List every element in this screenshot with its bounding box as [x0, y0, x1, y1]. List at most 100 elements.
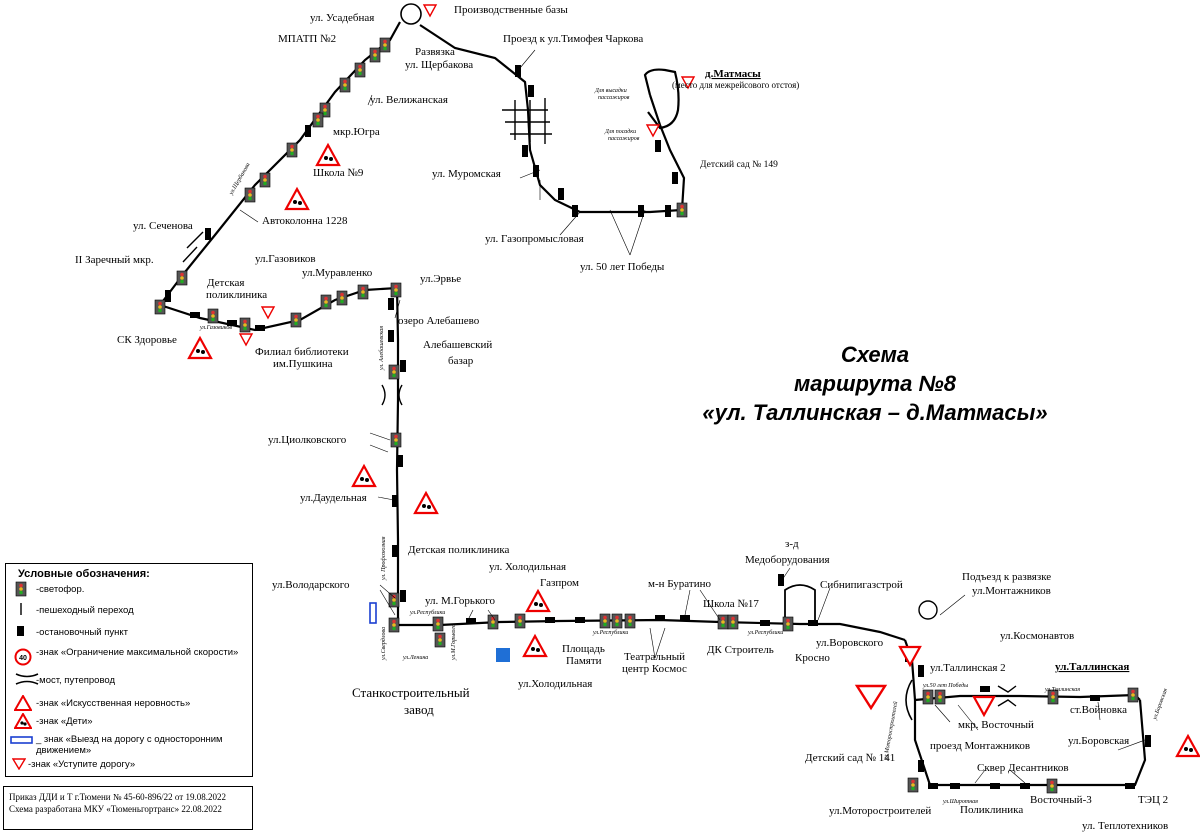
- label-matmasy: д.Матмасы: [705, 68, 761, 80]
- label-sechenova: ул. Сеченова: [133, 220, 193, 232]
- label-bazar1: Алебашевский: [423, 339, 492, 351]
- legend-item-speed-limit: -знак «Ограничение максимальной скорости…: [36, 647, 239, 658]
- warning-signs: [187, 4, 1200, 758]
- leader-lines: [239, 49, 1146, 784]
- label-krosno: Кросно: [795, 652, 830, 664]
- label-ervye: ул.Эрвье: [420, 273, 461, 285]
- legend-item-speed-bump: -знак «Искусственная неровность»: [36, 698, 191, 709]
- label-kosmonavtov: ул.Космонавтов: [1000, 630, 1074, 642]
- label-posadka1: Для посадки: [604, 128, 636, 135]
- street-borovskaya: ул.Боровская: [1152, 688, 1169, 722]
- street-gazovikov: ул.Газовиков: [199, 325, 232, 331]
- street-shirotnaya: ул.Широтная: [942, 799, 978, 805]
- label-gazprom: Газпром: [540, 577, 579, 589]
- label-proizv: Производственные базы: [454, 4, 568, 16]
- label-muromskaya: ул. Муромская: [432, 168, 501, 180]
- label-filial2: им.Пушкина: [273, 358, 333, 370]
- podezd-ring: [918, 600, 938, 620]
- speed-limit-icon: 40: [14, 648, 32, 666]
- label-proezd-mont: проезд Монтажников: [930, 740, 1030, 752]
- label-tallinskaya: ул.Таллинская: [1055, 661, 1129, 673]
- street-respubliki1: ул.Республики: [409, 609, 445, 616]
- label-razvyazka1: Развязка: [415, 46, 455, 58]
- label-volodarskogo: ул.Володарского: [272, 579, 350, 591]
- label-bazar2: базар: [448, 355, 474, 367]
- label-stanko2: завод: [404, 702, 434, 717]
- label-vorovskogo: ул.Воровского: [816, 637, 884, 649]
- label-buratino: м-н Буратино: [648, 578, 711, 590]
- label-50let: ул. 50 лет Победы: [580, 261, 665, 273]
- order-note: Приказ ДДИ и Т г.Тюмени № 45-60-896/22 о…: [3, 786, 253, 830]
- label-ozero: озеро Алебашево: [398, 315, 480, 327]
- label-gorkogo: ул. М.Горького: [425, 595, 495, 607]
- bridge-icon: [15, 673, 39, 685]
- children-sign-icon: [14, 713, 32, 729]
- label-det-pol-b: Детская поликлиника: [408, 544, 510, 556]
- loop-vostochny: [905, 679, 913, 721]
- label-detsad149: Детский сад № 149: [700, 159, 778, 170]
- label-avtokolonna: Автоколонна 1228: [262, 215, 348, 227]
- label-stanko1: Станкостроительный: [352, 685, 470, 700]
- label-det-pol2: поликлиника: [206, 289, 267, 301]
- label-proezd-charkova: Проезд к ул.Тимофея Чаркова: [503, 33, 643, 45]
- label-vostochny3: Восточный-3: [1030, 794, 1092, 806]
- street-sverdlova: ул.Свердлова: [380, 627, 387, 661]
- label-posadka2: пассажиров: [608, 136, 640, 142]
- label-skver: Сквер Десантников: [977, 762, 1069, 774]
- label-school17: Школа №17: [703, 598, 759, 610]
- label-zd2: Медоборудования: [745, 554, 830, 566]
- label-muravlenko: ул.Муравленко: [302, 267, 373, 279]
- street-respubliki2: ул.Республики: [592, 629, 628, 636]
- label-sibnipi: Сибнипигазстрой: [820, 579, 903, 591]
- bridge-marks: [182, 231, 1017, 707]
- label-holodilnaya-b: ул.Холодильная: [518, 678, 592, 690]
- razvyazka-ring: [400, 3, 422, 25]
- label-zarechny: II Заречный мкр.: [75, 254, 154, 266]
- label-velizhanskaya: ул. Велижанская: [370, 94, 448, 106]
- label-zd1: з-д: [785, 538, 799, 550]
- label-sk: СК Здоровье: [117, 334, 177, 346]
- label-ugra: мкр.Югра: [333, 126, 380, 138]
- yield-icon: [12, 758, 26, 770]
- street-gorkogo: ул.М.Горького: [451, 624, 457, 661]
- label-ploshad2: Памяти: [566, 655, 602, 667]
- label-vysadka1: Для высадки: [594, 87, 627, 94]
- place-labels: ул. Усадебная Производственные базы МПАТ…: [75, 4, 1168, 832]
- label-ciolk: ул.Циолковского: [268, 434, 347, 446]
- stop-icon: [17, 626, 24, 636]
- label-vysadka2: пассажиров: [598, 95, 630, 101]
- map-title: Схема маршрута №8 «ул. Таллинская – д.Ма…: [660, 340, 1090, 427]
- title-line3: «ул. Таллинская – д.Матмасы»: [702, 400, 1048, 425]
- one-way-exit-icon: [10, 736, 33, 744]
- speed-bump-icon: [14, 695, 32, 711]
- label-razvyazka2: ул. Щербакова: [405, 59, 473, 71]
- traffic-light-icon: [15, 581, 27, 597]
- crosswalk-icon: [20, 603, 22, 615]
- street-lenina: ул.Ленина: [402, 655, 428, 661]
- street-tallinskaya: ул.Таллинская: [1044, 687, 1080, 693]
- label-vostochny: мкр. Восточный: [958, 719, 1034, 731]
- order-line1: Приказ ДДИ и Т г.Тюмени № 45-60-896/22 о…: [9, 792, 226, 802]
- label-gazpromysl: ул. Газопромысловая: [485, 233, 584, 245]
- label-motorostr: ул.Моторостроителей: [829, 805, 931, 817]
- street-pobedy50: ул.50 лет Победы: [922, 682, 968, 689]
- order-line2: Схема разработана МКУ «Тюменьгортранс» 2…: [9, 804, 222, 814]
- street-alebashevskaya: ул. Алебашевская: [378, 326, 385, 371]
- street-labels: ул.Щербакова ул.Газовиков ул. Алебашевск…: [199, 162, 1169, 805]
- legend-item-children: -знак «Дети»: [36, 716, 93, 727]
- label-holodilnaya-t: ул. Холодильная: [489, 561, 566, 573]
- legend-item-traffic-light: -светофор.: [36, 584, 85, 595]
- label-teatr2: центр Космос: [622, 663, 687, 675]
- label-school9: Школа №9: [313, 167, 364, 179]
- title-line2: маршрута №8: [794, 371, 956, 396]
- label-teatr1: Театральный: [624, 651, 685, 663]
- legend: Условные обозначения: -светофор. -пешехо…: [5, 563, 253, 777]
- pedestrian-crossing-ladders: [502, 98, 552, 144]
- label-borovskaya: ул.Боровская: [1068, 735, 1129, 747]
- label-usadebnaya: ул. Усадебная: [310, 12, 374, 24]
- label-poliklinika: Поликлиника: [960, 804, 1023, 816]
- label-podezd1: Подъезд к развязке: [962, 571, 1051, 583]
- label-podezd2: ул.Монтажников: [972, 585, 1051, 597]
- stops: [165, 48, 1151, 789]
